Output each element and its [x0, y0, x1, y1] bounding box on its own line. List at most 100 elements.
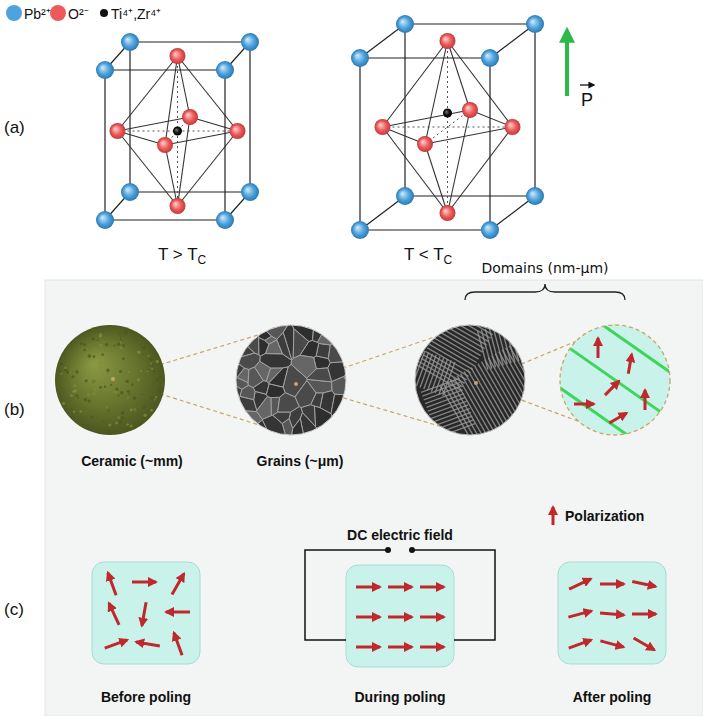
polarization-arrow: [565, 30, 569, 96]
titanium-zirconium-ion: [173, 127, 182, 136]
legend-text: Ti⁴⁺,Zr⁴⁺: [111, 6, 161, 22]
ceramic-speck: [108, 423, 111, 426]
polarization-arrow: [420, 646, 444, 649]
polarization-arrow: [172, 574, 184, 595]
ceramic-speck: [71, 408, 73, 410]
ceramic-speck: [106, 384, 108, 386]
ceramic-speck: [121, 337, 123, 339]
polarization-arrow: [356, 586, 380, 589]
polarization-arrow: [174, 633, 182, 656]
circuit-wire: [412, 550, 495, 640]
cell-edge: [249, 42, 250, 192]
grain-cell: [235, 378, 248, 390]
ceramic-speck: [155, 396, 157, 398]
polarization-arrow: [105, 640, 128, 648]
cell-edge: [405, 23, 535, 24]
octahedron-edge: [178, 56, 238, 131]
ceramic-speck: [120, 337, 124, 341]
polarization-arrow: [644, 390, 647, 410]
perovskite-cell: [96, 33, 259, 229]
ceramic-speck: [143, 346, 146, 349]
octahedron-axis: [383, 127, 513, 128]
zoom-point: [111, 377, 115, 381]
ceramic-speck: [94, 389, 97, 392]
ceramic-speck: [77, 396, 79, 398]
ceramic-speck: [143, 407, 145, 409]
domain-brace: [465, 284, 625, 300]
ceramic-speck: [127, 390, 130, 393]
ceramic-speck: [70, 394, 72, 396]
scale-label: Grains (~μm): [257, 453, 344, 469]
ceramic-speck: [101, 372, 104, 375]
titanium-zirconium-ion: [443, 109, 452, 118]
grain-cell: [291, 419, 305, 440]
legend-text: Polarization: [565, 508, 644, 524]
ceramic-speck: [148, 355, 150, 357]
oxygen-ion: [170, 48, 186, 64]
panel-label: (a): [4, 118, 25, 138]
octahedron-edge: [425, 144, 448, 213]
ceramic-speck: [94, 348, 96, 350]
grain-square: [92, 562, 200, 664]
ceramic-speck: [118, 394, 120, 396]
vector-label: P: [581, 90, 593, 111]
grain-cell: [230, 321, 248, 336]
ceramic-speck: [87, 424, 89, 426]
domain-polarization: [574, 338, 645, 423]
grain-cell: [315, 406, 335, 437]
ceramic-speck: [151, 368, 153, 370]
ceramic-speck: [124, 331, 127, 334]
cell-edge: [104, 70, 105, 220]
polarization-arrow: [568, 611, 591, 617]
ceramic-speck: [99, 344, 102, 347]
ceramic-speck: [61, 373, 63, 375]
oxygen-ion: [440, 33, 456, 49]
oxygen-ion: [440, 205, 456, 221]
grain-cell: [266, 340, 283, 354]
ceramic-speck: [127, 397, 129, 399]
ceramic-speck: [117, 343, 120, 346]
cell-edge: [130, 41, 250, 42]
grain-cell: [293, 329, 309, 359]
lead-ion: [351, 49, 369, 67]
grain-cell: [230, 345, 254, 360]
lead-ion: [121, 33, 139, 51]
octahedron-edge: [383, 127, 448, 213]
legend-text: Pb²⁺: [24, 6, 51, 22]
ceramic-speck: [83, 343, 86, 346]
ceramic-speck: [104, 388, 106, 390]
grain-square: [558, 562, 666, 664]
polarization-arrow: [142, 602, 146, 626]
grain-cell: [230, 385, 242, 410]
ceramic-speck: [101, 353, 104, 356]
ceramic-speck: [105, 343, 108, 346]
lead-ion: [121, 183, 139, 201]
grain-cell: [230, 434, 237, 440]
grain-cell: [331, 394, 352, 422]
vector-arrow: [580, 84, 594, 85]
ceramic-speck: [147, 369, 149, 371]
polarization-arrow: [356, 616, 380, 619]
cell-edge: [129, 42, 130, 192]
polarization-arrow: [132, 581, 156, 584]
lead-ion: [481, 221, 499, 239]
ceramic-speck: [88, 354, 92, 358]
ceramic-speck: [62, 402, 65, 405]
poling-arrows: [105, 573, 656, 656]
ceramic-speck: [108, 430, 111, 433]
ceramic-speck: [122, 357, 125, 360]
polarization-arrow: [597, 338, 600, 358]
ceramic-speck: [73, 411, 75, 413]
polarization-arrow: [574, 403, 594, 406]
grain-cell: [278, 393, 300, 412]
ceramic-speck: [131, 383, 134, 386]
ceramic-speck: [150, 409, 153, 412]
ceramic-speck: [120, 342, 122, 344]
domain-wall: [571, 303, 702, 395]
ceramic-speck: [83, 349, 86, 352]
grain-cell: [312, 320, 333, 329]
subscript: C: [444, 254, 453, 268]
polarization-arrow: [388, 586, 412, 589]
polarization-arrow: [605, 381, 619, 395]
lead-ion: [241, 33, 259, 51]
